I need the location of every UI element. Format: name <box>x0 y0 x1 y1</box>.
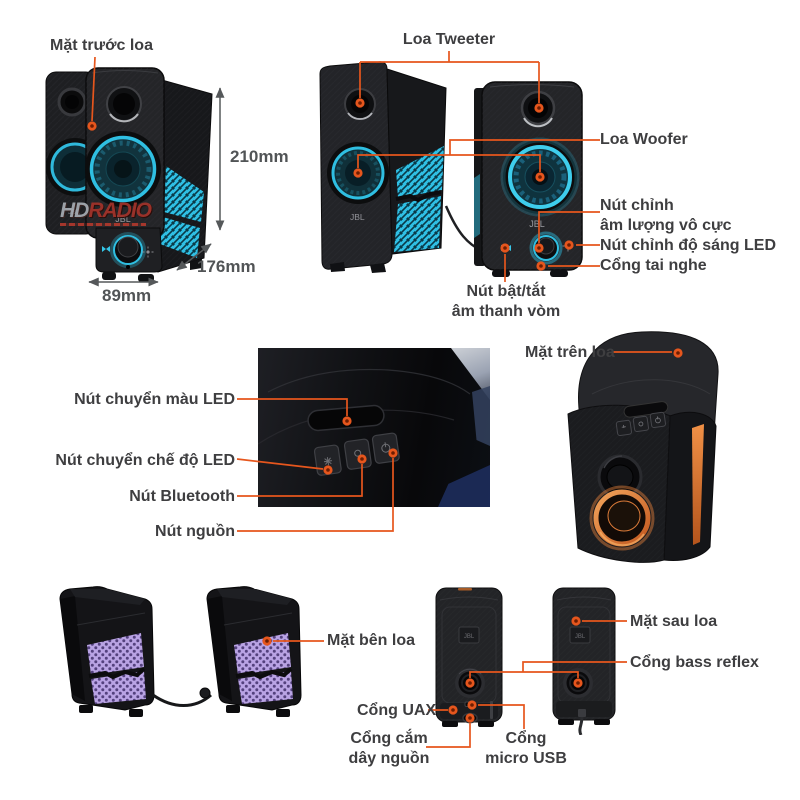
pair-left-speaker: JBL <box>319 61 447 273</box>
label-rear-face: Mặt sau loa <box>630 613 718 630</box>
label-headphone-port: Cổng tai nghe <box>600 257 707 274</box>
label-bass-reflex-port: Cổng bass reflex <box>630 654 759 671</box>
side-knob <box>199 687 211 699</box>
label-led-mode-button: Nút chuyển chế độ LED <box>55 452 235 469</box>
label-tweeter: Loa Tweeter <box>402 31 496 48</box>
label-surround-line2: âm thanh vòm <box>451 303 561 320</box>
label-bluetooth-button: Nút Bluetooth <box>129 488 235 505</box>
label-volume-knob: Nút chỉnh âm lượng vô cực <box>600 196 731 236</box>
jbl-logo: JBL <box>529 219 545 229</box>
rear-left-speaker: JBL <box>435 587 503 727</box>
label-surround-toggle: Nút bật/tắt âm thanh vòm <box>452 282 560 322</box>
top-buttons <box>313 432 400 476</box>
label-power-port-line1: Cổng cắm <box>350 730 428 747</box>
jbl-logo: JBL <box>350 212 365 222</box>
jbl-logo: JBL <box>68 209 80 216</box>
watermark: HDRADIO <box>60 199 152 226</box>
watermark-hd: HD <box>60 199 89 222</box>
label-led-brightness: Nút chỉnh độ sáng LED <box>600 237 776 254</box>
label-volume-line1: Nút chỉnh <box>600 197 674 214</box>
watermark-tagline-bar <box>60 223 146 226</box>
front-view-illustration: JBL JBL <box>45 67 213 282</box>
label-volume-line2: âm lượng vô cực <box>600 217 732 234</box>
watermark-radio: RADIO <box>88 199 152 222</box>
led-strip <box>307 404 385 432</box>
top-buttons-small <box>615 411 666 437</box>
label-led-color-button: Nút chuyển màu LED <box>74 391 235 408</box>
photo-blue-panel <box>472 386 490 446</box>
label-power-port-line2: dây nguồn <box>348 750 430 767</box>
label-top-face: Mặt trên loa <box>525 344 615 361</box>
label-woofer: Loa Woofer <box>600 131 688 148</box>
label-micro-usb-line2: micro USB <box>485 750 567 767</box>
front-main-panel: JBL <box>85 67 165 282</box>
label-height-210mm: 210mm <box>230 147 289 166</box>
label-micro-usb-port: Cổng micro USB <box>485 729 567 769</box>
brightness-icon <box>142 246 154 258</box>
label-power-port: Cổng cắm dây nguồn <box>349 729 430 769</box>
jbl-logo: JBL <box>575 634 586 640</box>
label-front-face: Mặt trước loa <box>50 37 153 54</box>
label-surround-line1: Nút bật/tắt <box>466 283 546 300</box>
photo-details <box>258 368 471 476</box>
label-power-button: Nút nguồn <box>155 523 235 540</box>
speaker-wire <box>152 693 212 707</box>
rear-right-speaker: JBL <box>552 587 616 735</box>
label-depth-176mm: 176mm <box>197 257 256 276</box>
label-side-face: Mặt bên loa <box>327 632 416 649</box>
top-controls-photo <box>258 348 490 507</box>
side-view-illustration <box>58 584 303 719</box>
pair-right-speaker: JBL <box>474 81 583 277</box>
jbl-logo: JBL <box>115 214 131 224</box>
label-uax-port: Cổng UAX <box>357 702 437 719</box>
jbl-logo: JBL <box>464 634 475 640</box>
rear-view-illustration: JBL JBL <box>435 587 616 735</box>
pair-view-illustration: JBL JBL <box>319 61 583 277</box>
label-micro-usb-line1: Cổng <box>505 730 547 747</box>
label-width-89mm: 89mm <box>102 286 152 305</box>
top-view-illustration <box>567 331 719 563</box>
